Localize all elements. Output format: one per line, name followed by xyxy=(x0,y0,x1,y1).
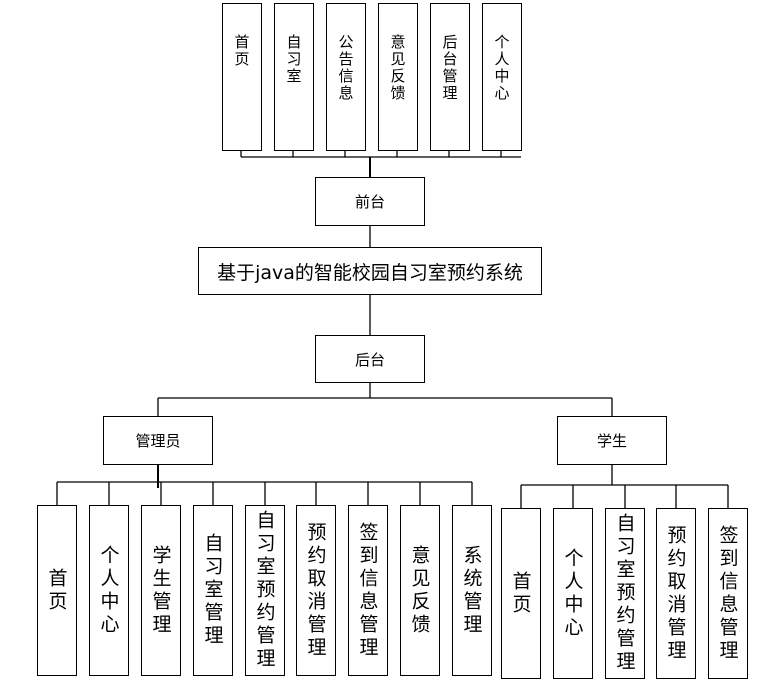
frontend-module-label: 自习室 xyxy=(284,34,303,85)
student-module-label: 预约取消管理 xyxy=(664,524,687,663)
student-module: 首页 xyxy=(501,508,541,679)
admin-module: 自习室预约管理 xyxy=(245,505,285,676)
frontend-module: 公告信息 xyxy=(326,3,366,151)
student-module-label: 个人中心 xyxy=(561,547,584,640)
admin-module-label: 自习室预约管理 xyxy=(253,510,276,671)
admin-module: 个人中心 xyxy=(89,505,129,676)
backend-label: 后台 xyxy=(354,350,385,369)
frontend-module: 自习室 xyxy=(274,3,314,151)
student-module-label: 自习室预约管理 xyxy=(613,513,636,674)
admin-module: 意见反馈 xyxy=(400,505,440,676)
student-module: 预约取消管理 xyxy=(656,508,696,679)
frontend-module-label: 公告信息 xyxy=(336,34,355,102)
frontend-module: 首页 xyxy=(222,3,262,151)
admin-module: 首页 xyxy=(37,505,77,676)
admin-module-label: 签到信息管理 xyxy=(356,521,379,660)
frontend-module-label: 首页 xyxy=(232,34,251,68)
student-module: 签到信息管理 xyxy=(708,508,748,679)
system-title-node: 基于java的智能校园自习室预约系统 xyxy=(198,247,542,295)
backend-bus xyxy=(157,397,613,416)
admin-module-label: 预约取消管理 xyxy=(304,521,327,660)
admin-module-label: 系统管理 xyxy=(460,544,483,637)
admin-label: 管理员 xyxy=(135,432,181,450)
student-module: 个人中心 xyxy=(553,508,593,679)
admin-module-label: 意见反馈 xyxy=(408,544,431,637)
student-module-label: 签到信息管理 xyxy=(716,524,739,663)
admin-module: 学生管理 xyxy=(141,505,181,676)
backend-node: 后台 xyxy=(315,335,425,383)
frontend-module: 后台管理 xyxy=(430,3,470,151)
student-node: 学生 xyxy=(557,416,667,465)
admin-module: 系统管理 xyxy=(452,505,492,676)
frontend-module-label: 个人中心 xyxy=(492,34,511,102)
admin-module-label: 个人中心 xyxy=(97,544,120,637)
admin-module: 签到信息管理 xyxy=(348,505,388,676)
admin-module-label: 自习室管理 xyxy=(201,533,224,648)
frontend-label: 前台 xyxy=(354,193,385,211)
admin-module: 预约取消管理 xyxy=(296,505,336,676)
student-module-label: 首页 xyxy=(509,570,532,617)
student-module: 自习室预约管理 xyxy=(605,508,645,679)
admin-module-label: 首页 xyxy=(45,567,68,614)
frontend-module: 个人中心 xyxy=(482,3,522,151)
admin-node: 管理员 xyxy=(103,416,213,465)
student-label: 学生 xyxy=(596,432,627,450)
admin-module: 自习室管理 xyxy=(193,505,233,676)
frontend-module-label: 意见反馈 xyxy=(388,34,407,102)
system-title: 基于java的智能校园自习室预约系统 xyxy=(217,261,523,284)
frontend-module: 意见反馈 xyxy=(378,3,418,151)
frontend-module-label: 后台管理 xyxy=(440,34,459,102)
admin-module-label: 学生管理 xyxy=(149,544,172,637)
frontend-node: 前台 xyxy=(315,177,425,226)
